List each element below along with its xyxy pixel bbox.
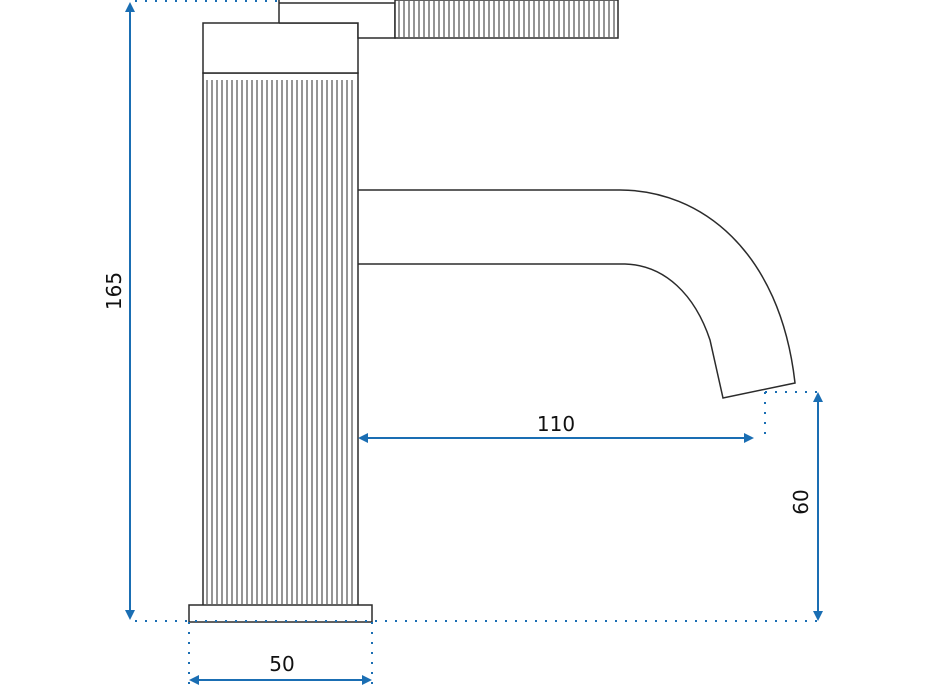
spout-height-label: 60: [789, 489, 813, 514]
faucet-body: [202, 72, 359, 607]
spout: [334, 189, 796, 399]
reach-label: 110: [537, 412, 575, 436]
handle-ribs: [398, 1, 615, 37]
height-label: 165: [102, 272, 126, 310]
base-width-label: 50: [269, 652, 294, 676]
lever-handle: [394, 0, 619, 39]
body-ribs: [206, 80, 353, 604]
base-plate: [188, 604, 373, 623]
top-cap: [202, 22, 359, 74]
lever-stem: [278, 0, 396, 39]
